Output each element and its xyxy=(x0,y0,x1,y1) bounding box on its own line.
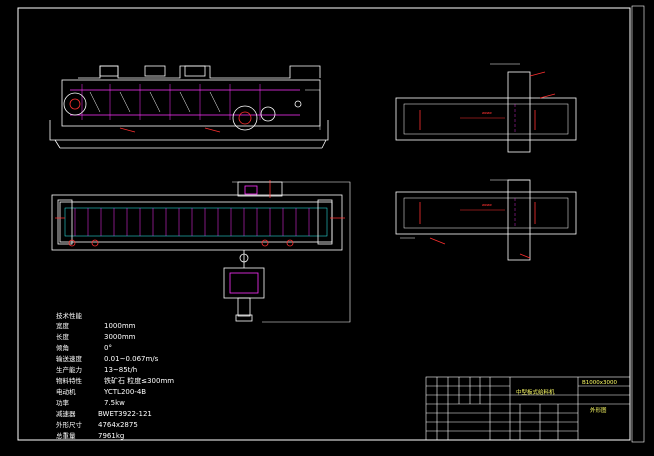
spec-label: 外形尺寸 xyxy=(56,420,83,429)
spec-value: 1000mm xyxy=(104,322,136,330)
right-bottom-view: ⌀⌀⌀⌀ xyxy=(395,179,577,261)
spec-label: 倾角 xyxy=(56,343,69,352)
right-top-view: ⌀⌀⌀⌀ xyxy=(395,63,577,153)
spec-value: 铁矿石 粒度≤300mm xyxy=(104,376,174,385)
title-block xyxy=(425,376,631,441)
side-elevation-view xyxy=(49,65,329,149)
spec-value: 3000mm xyxy=(104,333,136,341)
spec-heading: 技术性能 xyxy=(56,311,83,320)
spec-value: 0.01~0.067m/s xyxy=(104,355,159,363)
spec-value: 4764x2875 xyxy=(98,421,138,429)
spec-value: YCTL200-4B xyxy=(103,388,146,396)
spec-label: 生产能力 xyxy=(56,365,82,374)
svg-text:⌀⌀⌀⌀: ⌀⌀⌀⌀ xyxy=(482,202,492,207)
spec-value: 7.5kw xyxy=(104,399,125,407)
spec-label: 电动机 xyxy=(56,387,76,396)
spec-label: 总重量 xyxy=(56,431,76,440)
spec-list: 技术性能 宽度 1000mm 长度 3000mm 倾角 0° 输送速度 0.01… xyxy=(56,311,174,440)
title-block-drawing-name: 外形图 xyxy=(590,406,607,414)
spec-label: 减速器 xyxy=(56,409,76,418)
spec-label: 宽度 xyxy=(56,321,70,330)
spec-label: 功率 xyxy=(56,398,70,407)
svg-text:⌀⌀⌀⌀: ⌀⌀⌀⌀ xyxy=(482,110,492,115)
spec-value: 13~85t/h xyxy=(104,366,137,374)
spec-value: 7961kg xyxy=(98,432,124,440)
title-block-model: B1000x3000 xyxy=(582,380,618,386)
spec-label: 物料特性 xyxy=(56,376,83,385)
spec-value: BWET3922-121 xyxy=(98,410,152,418)
title-block-title: 中型板式给料机 xyxy=(516,388,555,396)
spec-value: 0° xyxy=(104,344,112,352)
plan-view xyxy=(51,180,351,323)
drawing-frame xyxy=(17,5,645,443)
spec-label: 输送速度 xyxy=(56,354,83,363)
spec-label: 长度 xyxy=(56,332,70,341)
